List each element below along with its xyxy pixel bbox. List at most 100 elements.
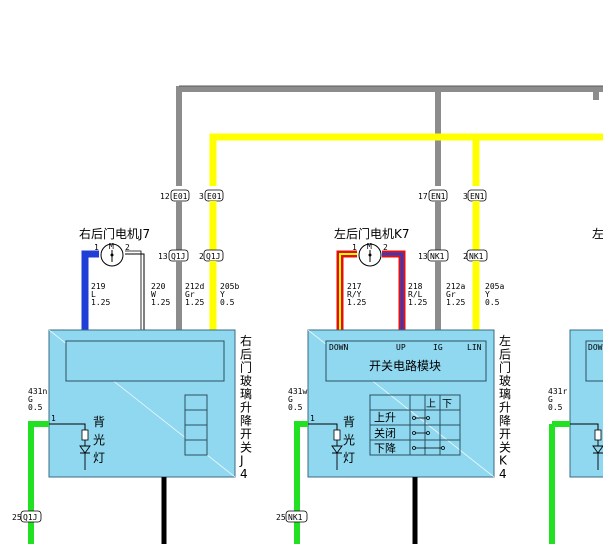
switch-position-table: 上升 关闭 下降 上 下 xyxy=(369,394,461,456)
connector-e01: 12 E01 3 E01 xyxy=(160,189,224,202)
svg-text:0.5: 0.5 xyxy=(220,298,235,307)
connector-name: EN1 xyxy=(470,192,485,201)
pin-label: 13 xyxy=(158,252,168,261)
pin-label: 2 xyxy=(383,243,388,252)
pin-label: 2 xyxy=(199,252,204,261)
yellow-bus-wire xyxy=(209,133,603,186)
svg-text:25: 25 xyxy=(12,513,22,522)
connector-name: E01 xyxy=(173,192,188,201)
switch-title-char: 升 xyxy=(499,401,511,415)
motor-title: 右后门电机J7 xyxy=(79,226,150,241)
wire-label-431w: 431w G 0.5 xyxy=(288,387,307,412)
switch-title-char: 降 xyxy=(240,414,252,428)
motor-k7: 左后门电机K7 M 1 2 xyxy=(334,226,410,330)
svg-text:Gr: Gr xyxy=(446,290,456,299)
pin-label: 17 xyxy=(418,192,428,201)
pin-label: 12 xyxy=(160,192,170,201)
switch-title-char: 右 xyxy=(240,333,252,348)
connector-bottom-q1j: 25 Q1J xyxy=(12,510,42,523)
pin-label: 1 xyxy=(94,243,99,252)
switch-title-char: J xyxy=(239,454,244,468)
svg-text:背: 背 xyxy=(93,415,105,429)
svg-text:R/L: R/L xyxy=(408,290,423,299)
svg-text:M: M xyxy=(367,242,372,251)
wire-label-217: 217 R/Y 1.25 xyxy=(347,282,366,307)
svg-text:DOWN: DOWN xyxy=(329,343,348,352)
connector-nk1: 13 NK1 2 NK1 xyxy=(418,249,488,262)
svg-text:218: 218 xyxy=(408,282,423,291)
svg-text:左: 左 xyxy=(592,226,603,241)
switch-k4: DOWN UP IG LIN 开关电路模块 上升 关闭 下降 上 下 背 xyxy=(307,329,495,478)
switch-title-char: 玻 xyxy=(240,374,252,388)
wire-label-219: 219 L 1.25 xyxy=(91,282,110,307)
svg-text:开关电路模块: 开关电路模块 xyxy=(369,358,441,373)
green-wire-j4 xyxy=(28,421,49,544)
svg-text:G: G xyxy=(28,395,33,404)
resistor-icon xyxy=(333,429,341,441)
svg-text:G: G xyxy=(548,395,553,404)
svg-text:Gr: Gr xyxy=(185,290,195,299)
svg-text:212d: 212d xyxy=(185,282,204,291)
wire-label-431r: 431r G 0.5 xyxy=(548,387,567,412)
svg-text:1.25: 1.25 xyxy=(446,298,465,307)
svg-text:219: 219 xyxy=(91,282,106,291)
svg-text:Y: Y xyxy=(485,290,490,299)
switch-title-char: 开 xyxy=(499,427,511,441)
connector-q1j: 13 Q1J 2 Q1J xyxy=(158,249,224,262)
switch-title-char: 后 xyxy=(240,347,252,361)
connector-name: Q1J xyxy=(206,252,220,261)
svg-text:W: W xyxy=(151,290,156,299)
svg-text:1: 1 xyxy=(310,414,315,423)
svg-text:1.25: 1.25 xyxy=(91,298,110,307)
switch-title-char: 后 xyxy=(499,347,511,361)
svg-text:M: M xyxy=(109,242,114,251)
svg-text:0.5: 0.5 xyxy=(28,403,43,412)
svg-text:205b: 205b xyxy=(220,282,239,291)
connector-name: E01 xyxy=(207,192,222,201)
svg-text:431n: 431n xyxy=(28,387,47,396)
svg-text:1.25: 1.25 xyxy=(151,298,170,307)
switch-title-char: 关 xyxy=(499,440,511,454)
svg-text:下降: 下降 xyxy=(374,441,396,455)
led-icon xyxy=(79,440,91,470)
svg-text:光: 光 xyxy=(343,433,355,447)
svg-text:1.25: 1.25 xyxy=(408,298,427,307)
pin-label: 1 xyxy=(352,243,357,252)
switch-title-char: 玻 xyxy=(499,374,511,388)
connector-en1: 17 EN1 3 EN1 xyxy=(418,189,487,202)
switch-title-char: 升 xyxy=(240,401,252,415)
wire-label-212d: 212d Gr 1.25 xyxy=(185,282,204,307)
svg-text:上升: 上升 xyxy=(374,411,396,424)
connector-name: NK1 xyxy=(430,252,445,261)
svg-text:G: G xyxy=(288,395,293,404)
svg-text:212a: 212a xyxy=(446,282,465,291)
switch-title-char: 降 xyxy=(499,414,511,428)
svg-text:431w: 431w xyxy=(288,387,307,396)
svg-text:光: 光 xyxy=(93,433,105,447)
connector-name: NK1 xyxy=(469,252,484,261)
switch-circuit-module xyxy=(325,340,487,382)
svg-text:IG: IG xyxy=(433,343,443,352)
switch-title-char: 4 xyxy=(499,467,507,481)
gray-bus-wire xyxy=(176,86,603,186)
svg-text:关闭: 关闭 xyxy=(374,426,396,440)
pin-label: 3 xyxy=(463,192,468,201)
svg-text:下: 下 xyxy=(442,399,452,410)
switch-title-char: 门 xyxy=(499,360,511,375)
svg-text:217: 217 xyxy=(347,282,362,291)
switch-title-char: 璃 xyxy=(240,387,252,401)
svg-text:NK1: NK1 xyxy=(288,513,303,522)
switch-title-char: K xyxy=(499,454,508,468)
wire-label-205b: 205b Y 0.5 xyxy=(220,282,239,307)
svg-text:LIN: LIN xyxy=(467,343,482,352)
svg-text:Q1J: Q1J xyxy=(23,513,37,522)
switch-title-char: 左 xyxy=(499,333,511,348)
svg-text:UP: UP xyxy=(396,343,406,352)
svg-text:1: 1 xyxy=(51,414,56,423)
svg-text:1.25: 1.25 xyxy=(347,298,366,307)
switch-partial-right: DOW 左 xyxy=(549,226,603,544)
connector-name: EN1 xyxy=(431,192,446,201)
switch-title-char: 璃 xyxy=(499,387,511,401)
switch-j4: 背 光 灯 1 xyxy=(48,329,236,478)
